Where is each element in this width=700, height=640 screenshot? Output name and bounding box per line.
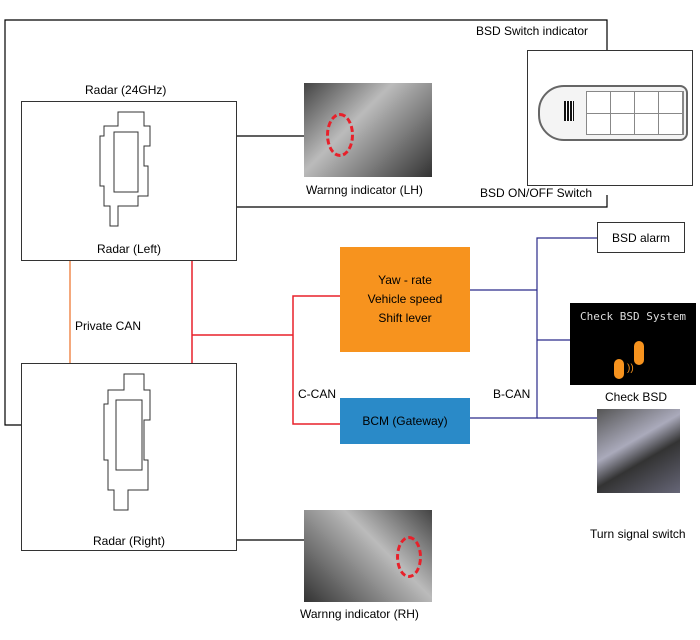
bcm-gateway-box: BCM (Gateway) [340, 398, 470, 444]
cluster-message: Check BSD System [580, 310, 686, 323]
b-can-label: B-CAN [493, 387, 531, 401]
car-icon [614, 359, 624, 379]
c-can-label: C-CAN [298, 387, 336, 401]
onoff-switch-wire [237, 195, 608, 208]
rh-mirror-image [304, 510, 432, 602]
switch-indicator-wire [4, 19, 608, 426]
hardwire-lines [4, 19, 608, 541]
ecu-inputs-box: Yaw - rate Vehicle speed Shift lever [340, 247, 470, 352]
bcm-label: BCM (Gateway) [362, 414, 448, 428]
radar-left-label: Radar (Left) [96, 242, 162, 256]
radar-right-box: Radar (Right) [21, 363, 237, 551]
check-bsd-label: Check BSD [605, 390, 668, 404]
lh-mirror-image [304, 83, 432, 177]
vehicle-speed-label: Vehicle speed [367, 292, 443, 306]
radar-24ghz-label: Radar (24GHz) [85, 83, 167, 97]
bsd-onoff-switch-label: BSD ON/OFF Switch [480, 186, 593, 200]
warning-rh-label: Warnng indicator (RH) [300, 607, 419, 621]
bsd-alarm-box: BSD alarm [597, 222, 685, 253]
c-can-lines [191, 261, 340, 425]
switch-buttons [586, 91, 684, 135]
b-can-lines [470, 237, 597, 419]
bsd-onoff-button[interactable] [564, 101, 574, 121]
warning-indicator-icon [396, 536, 422, 578]
private-can-label: Private CAN [75, 319, 142, 333]
radar-left-box: Radar (Left) [21, 101, 237, 261]
cluster-display: Check BSD System )) [570, 303, 696, 385]
bsd-switch-indicator-label: BSD Switch indicator [476, 24, 589, 38]
warning-indicator-icon [326, 113, 354, 157]
car-icon [634, 341, 644, 365]
shift-lever-label: Shift lever [378, 311, 432, 325]
yaw-rate-label: Yaw - rate [378, 273, 432, 287]
switch-cluster [538, 85, 688, 141]
turn-signal-switch-image [597, 409, 680, 493]
radar-sensor-icon [99, 111, 151, 227]
radar-sensor-icon [103, 373, 151, 511]
bsd-switch-panel [527, 50, 693, 186]
warning-lh-label: Warnng indicator (LH) [306, 183, 423, 197]
turn-signal-switch-label: Turn signal switch [590, 527, 686, 541]
wave-icon: )) [627, 363, 634, 374]
radar-right-label: Radar (Right) [92, 534, 166, 548]
bsd-alarm-label: BSD alarm [611, 230, 670, 245]
